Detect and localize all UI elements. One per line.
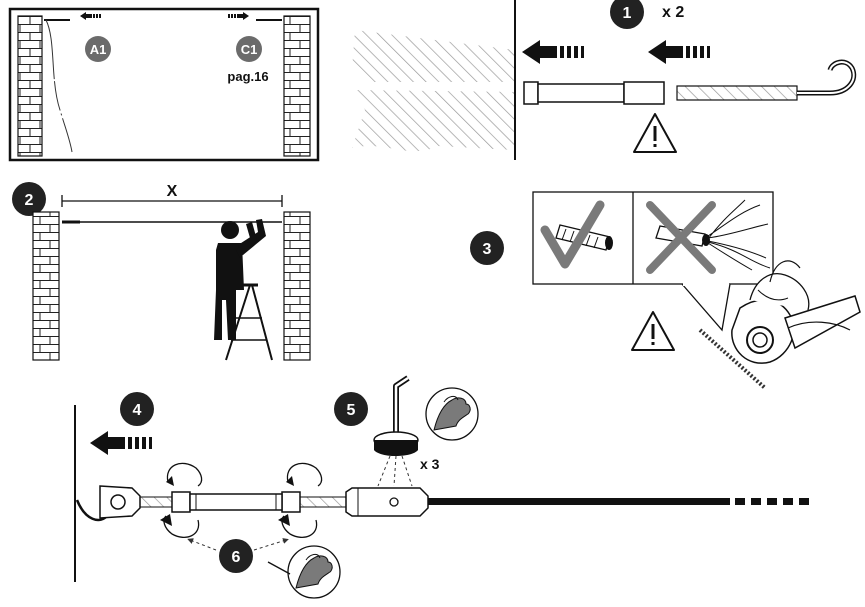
svg-text:1: 1 [623,5,632,22]
step-6-section: 6 [187,538,341,599]
turnbuckle-body [189,493,283,511]
push-arrow-icon [228,12,249,20]
hook-screw [676,59,857,101]
svg-text:A1: A1 [90,42,107,57]
step-5-section: 5 x 3 [334,375,809,517]
push-arrow-icon [522,40,584,64]
step-1-section: 1 x 2 [352,0,857,160]
steel-cable [428,498,730,505]
rotation-arrow-icon [166,462,203,487]
rotation-arrow-icon [278,514,318,538]
step-3-section: 3 [470,191,861,390]
step-2-badge: 2 [12,182,46,216]
step-1-quantity: x 2 [662,4,684,21]
left-brick-wall [32,211,60,361]
span-label: X [167,183,178,200]
warning-triangle-icon [631,311,675,351]
step-5-quantity: x 3 [420,456,440,472]
lock-nut [171,491,191,513]
overview-panel: A1 C1 pag.16 [8,7,320,162]
svg-text:6: 6 [232,549,241,566]
svg-text:C1: C1 [241,42,258,57]
wall-plug [523,81,665,105]
sagging-wire [45,19,73,153]
step-4-badge: 4 [120,392,154,426]
cable-clamp [345,487,429,517]
right-brick-wall [283,211,311,361]
svg-text:5: 5 [347,402,356,419]
svg-text:4: 4 [133,402,142,419]
badge-c1: C1 [236,36,262,62]
step-3-badge: 3 [470,231,504,265]
push-arrow-icon [648,40,710,64]
step-ladder [225,283,273,361]
rotation-arrow-icon [160,514,200,538]
badge-a1: A1 [85,36,111,62]
rotation-arrow-icon [286,462,323,487]
step-2-section: 2 X [12,182,311,361]
step-6-badge: 6 [219,539,253,573]
cable-cutter [698,260,861,390]
push-arrow-icon [90,431,152,455]
grub-screw [373,431,419,456]
warning-triangle-icon [633,113,677,153]
eye-end [99,485,141,519]
svg-text:2: 2 [25,192,34,209]
step-5-badge: 5 [334,392,368,426]
flexed-arm-icon [287,545,341,599]
svg-text:3: 3 [483,241,492,258]
push-arrow-icon [80,12,101,20]
cross-mark-icon [646,201,716,274]
left-brick-wall [17,15,43,157]
hatched-wall-section [352,30,515,152]
step-4-section: 4 [74,392,347,582]
person-on-ladder [214,219,266,340]
page-reference: pag.16 [227,69,268,84]
check-mark-icon [540,200,605,269]
step-1-badge: 1 [610,0,644,29]
right-brick-wall [283,15,311,157]
flexed-arm-icon [425,387,479,441]
lock-nut [281,491,301,513]
